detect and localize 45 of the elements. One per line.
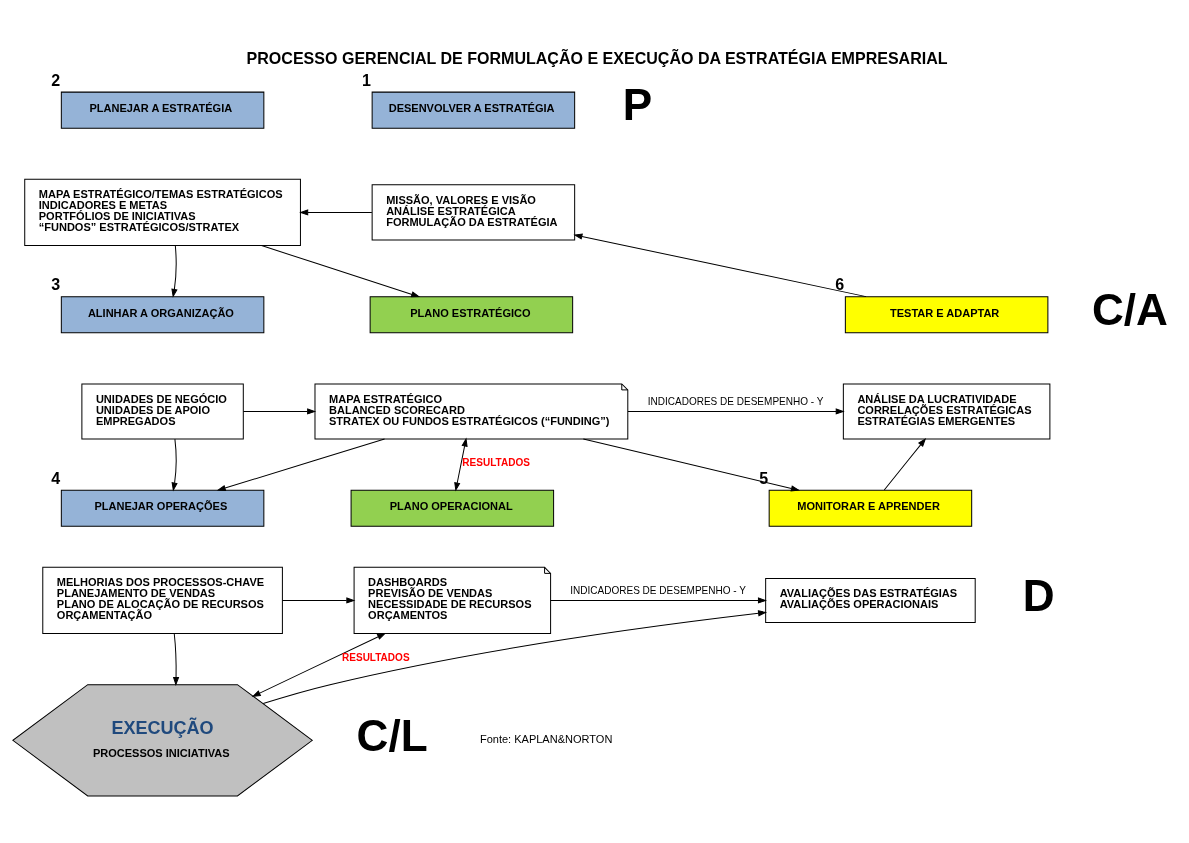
- label: P: [622, 79, 653, 129]
- label: D: [1022, 570, 1055, 620]
- node-box: MONITORAR E APRENDER: [768, 489, 973, 527]
- label: Fonte: KAPLAN&NORTON: [479, 732, 613, 745]
- node-label: 4: [51, 468, 61, 487]
- arrow: [242, 408, 316, 414]
- node-box: ALINHAR A ORGANIZAÇÃO: [60, 295, 265, 333]
- node-box: MELHORIAS DOS PROCESSOS-CHAVE PLANEJAMENTO DE VENDAS PLANO DE ALOCAÇÃO DE RECURSOS ORÇAMENTAÇÃO: [42, 566, 283, 634]
- arrow: [582, 438, 799, 491]
- arrow: [171, 438, 178, 490]
- node-box: PLANO OPERACIONAL: [350, 489, 555, 527]
- node-box: AVALIAÇÕES DAS ESTRATÉGIAS AVALIAÇÕES OPERACIONAIS: [765, 577, 976, 623]
- arrow: [262, 609, 767, 704]
- arrow: [217, 438, 386, 491]
- label: C/L: [356, 710, 428, 760]
- diagram-title: PROCESSO GERENCIAL DE FORMULAÇÃO E EXECUÇÃO DA ESTRATÉGIA EMPRESARIAL: [246, 48, 948, 67]
- node-box: TESTAR E ADAPTAR: [844, 295, 1049, 333]
- arrow: [627, 408, 844, 414]
- node-label: 2: [51, 70, 61, 89]
- node-box: PLANEJAR OPERAÇÕES: [60, 489, 265, 527]
- arrow: [252, 632, 386, 697]
- node-label: 3: [51, 274, 61, 293]
- node-box: MISSÃO, VALORES E VISÃO ANÁLISE ESTRATÉGICA FORMULAÇÃO DA ESTRATÉGIA: [371, 183, 576, 240]
- node-box: DESENVOLVER A ESTRATÉGIA: [371, 91, 576, 129]
- edge-label: INDICADORES DE DESEMPENHO - Y: [647, 395, 824, 407]
- node-box: ANÁLISE DA LUCRATIVIDADE CORRELAÇÕES ESTRATÉGICAS ESTRATÉGIAS EMERGENTES: [842, 382, 1051, 439]
- node-label: 1: [362, 70, 372, 89]
- arrow: [282, 597, 355, 603]
- node-box: MAPA ESTRATÉGICO/TEMAS ESTRATÉGICOS INDICADORES E METAS PORTFÓLIOS DE INICIATIVAS “FUNDOS” ESTRATÉGICOS/STRATEX: [24, 178, 301, 246]
- arrow: [171, 244, 178, 297]
- arrow: [550, 597, 766, 603]
- arrow: [300, 209, 373, 215]
- arrow: [173, 632, 179, 685]
- arrow: [261, 244, 420, 297]
- edge-label: INDICADORES DE DESEMPENHO - Y: [570, 584, 746, 596]
- node-box: PLANO ESTRATÉGICO: [369, 295, 574, 333]
- node-label: 6: [835, 274, 845, 293]
- edge-label: RESULTADOS: [462, 456, 530, 468]
- arrow: [454, 438, 468, 490]
- arrow: [574, 233, 867, 297]
- node-box: UNIDADES DE NEGÓCIO UNIDADES DE APOIO EMPREGADOS: [81, 382, 244, 439]
- arrow: [883, 438, 926, 490]
- edge-label: RESULTADOS: [342, 651, 410, 663]
- label: C/A: [1092, 284, 1168, 334]
- node-box: PLANEJAR A ESTRATÉGIA: [60, 91, 265, 129]
